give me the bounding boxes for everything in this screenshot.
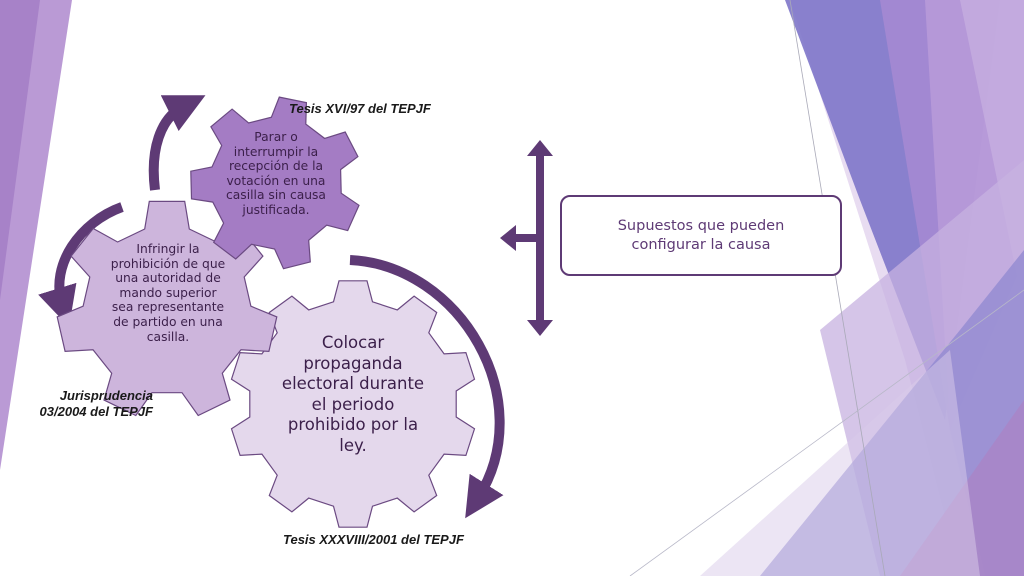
bracket-arrow-icon — [500, 140, 553, 336]
caption-tesis-xvi: Tesis XVI/97 del TEPJF — [289, 101, 431, 116]
gear-left-label: Infringir la prohibición de que una auto… — [110, 242, 226, 344]
caption-jurisprudencia: Jurisprudencia 03/2004 del TEPJF — [39, 388, 153, 419]
right-decor — [629, 0, 1024, 576]
target-label: Supuestos que pueden configurar la causa — [617, 217, 785, 253]
gear-large-label: Colocar propaganda electoral durante el … — [281, 333, 425, 455]
gear-top-label: Parar o interrumpir la recepción de la v… — [226, 130, 326, 217]
caption-tesis-xxxviii: Tesis XXXVIII/2001 del TEPJF — [283, 532, 464, 547]
left-decor-band-shade — [0, 0, 40, 300]
gear-top — [190, 96, 360, 270]
arrow-bottom-right — [349, 255, 505, 519]
gear-large — [230, 280, 476, 528]
arrow-top — [148, 95, 206, 191]
target-box: Supuestos que pueden configurar la causa — [560, 195, 842, 276]
arrow-left — [38, 202, 124, 327]
